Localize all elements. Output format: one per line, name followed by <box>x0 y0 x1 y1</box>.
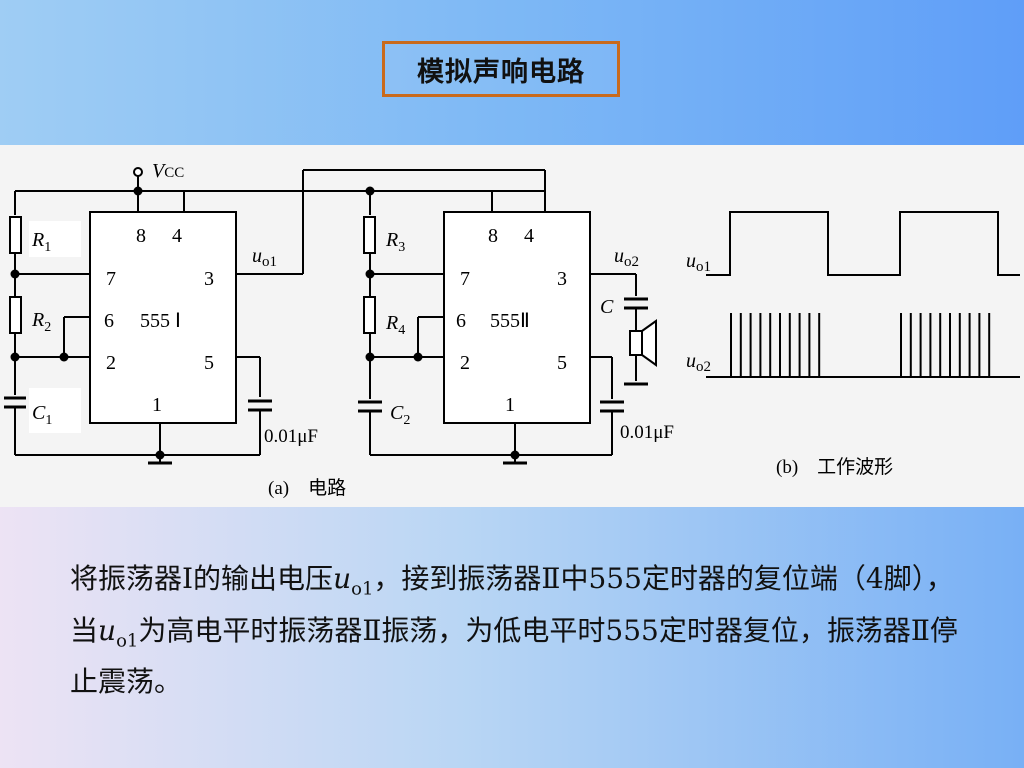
r1-label: R1 <box>31 229 51 255</box>
c2-label: C2 <box>390 402 410 428</box>
cap-value-2: 0.01μF <box>620 422 674 443</box>
caption-a: (a) 电路 <box>268 477 346 499</box>
slide-title: 模拟声响电路 <box>382 41 620 97</box>
chip1-pin8: 8 <box>136 225 146 247</box>
uo2-circuit-label: uo2 <box>614 245 639 270</box>
chip-555-1 <box>89 211 237 424</box>
oscillator-1 <box>4 167 546 465</box>
chip1-pin2: 2 <box>106 352 116 374</box>
uo1-wave-label: uo1 <box>686 250 711 275</box>
c1-label: C1 <box>32 402 52 428</box>
chip1-pin3: 3 <box>204 268 214 290</box>
uo2-wave-label: uo2 <box>686 350 711 375</box>
uo2-burst-1 <box>730 313 821 377</box>
r4-label: R4 <box>385 312 405 338</box>
chip2-pin1: 1 <box>505 394 515 416</box>
chip2-pin6: 6 <box>456 310 466 332</box>
chip2-pin7: 7 <box>460 268 470 290</box>
vcc-terminal <box>133 167 143 177</box>
chip2-pin2: 2 <box>460 352 470 374</box>
circuit-diagram: VCC R1 R2 C1 R3 R4 C2 C uo1 uo2 uo1 uo2 … <box>4 160 1020 499</box>
resistor-r2 <box>9 296 22 334</box>
chip1-pin7: 7 <box>106 268 116 290</box>
speaker-icon <box>629 319 657 367</box>
chip2-pin8: 8 <box>488 225 498 247</box>
header-background <box>0 0 1024 145</box>
chip1-pin6: 6 <box>104 310 114 332</box>
chip2-name: 555Ⅱ <box>490 310 530 332</box>
description-background <box>0 507 1024 768</box>
uo2-burst-2 <box>900 313 991 377</box>
description-text: 将振荡器Ⅰ的输出电压uo1，接到振荡器Ⅱ中555定时器的复位端（4脚），当uo1… <box>70 562 958 699</box>
circuit-figure: VCC R1 R2 C1 R3 R4 C2 C uo1 uo2 uo1 uo2 … <box>0 145 1024 507</box>
resistor-r1 <box>9 216 22 254</box>
uo1-circuit-label: uo1 <box>252 245 277 270</box>
c-label: C <box>600 296 614 318</box>
vcc-label: VCC <box>152 160 184 182</box>
chip1-pin1: 1 <box>152 394 162 416</box>
chip2-pin5: 5 <box>557 352 567 374</box>
chip2-pin3: 3 <box>557 268 567 290</box>
chip1-name: 555 Ⅰ <box>140 310 181 332</box>
chip1-pin5: 5 <box>204 352 214 374</box>
r2-label: R2 <box>31 309 51 335</box>
r3-label: R3 <box>385 229 405 255</box>
waveforms <box>706 211 1020 378</box>
resistor-r4 <box>363 296 376 334</box>
caption-b: (b) 工作波形 <box>776 456 893 478</box>
chip-555-2 <box>443 211 591 424</box>
chip2-pin4: 4 <box>524 225 534 247</box>
resistor-r3 <box>363 216 376 254</box>
uo1-waveform <box>706 211 1020 276</box>
oscillator-2 <box>358 191 657 465</box>
cap-value-1: 0.01μF <box>264 426 318 447</box>
chip1-pin4: 4 <box>172 225 182 247</box>
